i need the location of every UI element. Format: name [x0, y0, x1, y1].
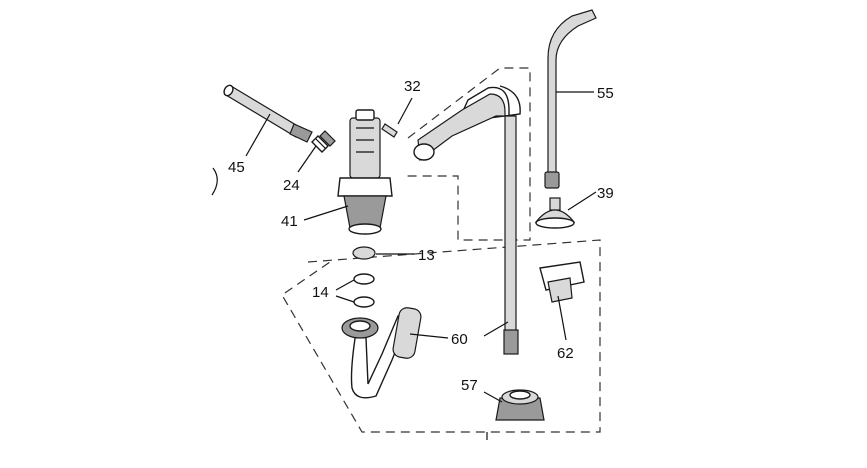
assembly-boundary-upper — [404, 67, 531, 241]
part-55-drain-tube — [544, 9, 597, 189]
leader-45 — [245, 113, 271, 157]
assembly-boundary-lower — [281, 239, 601, 433]
part-24-fitting — [311, 130, 336, 153]
part-41-pump-body — [337, 109, 393, 235]
part-60-suction-tube — [413, 85, 521, 355]
callout-45: 45 — [228, 159, 245, 176]
leader-41 — [303, 205, 349, 221]
leader-57 — [483, 391, 503, 403]
leader-14b — [335, 295, 355, 303]
part-14-o-ring-b — [353, 296, 375, 308]
callout-14: 14 — [312, 284, 329, 301]
part-39-fitting — [534, 197, 576, 229]
leader-60b — [483, 321, 509, 337]
callout-39: 39 — [597, 185, 614, 202]
callout-41: 41 — [281, 213, 298, 230]
partial-part-fragment — [211, 167, 218, 196]
part-32-pin — [381, 123, 398, 138]
part-13-washer — [352, 246, 376, 260]
part-14-o-ring-a — [353, 273, 375, 285]
leader-24 — [297, 145, 317, 173]
callout-57: 57 — [461, 377, 478, 394]
leader-62 — [557, 295, 567, 341]
part-45-tube — [223, 84, 313, 143]
leader-32 — [397, 97, 413, 125]
callout-60: 60 — [451, 331, 468, 348]
callout-13: 13 — [418, 247, 435, 264]
callout-62: 62 — [557, 345, 574, 362]
leader-14a — [335, 279, 355, 291]
callout-24: 24 — [283, 177, 300, 194]
callout-32: 32 — [404, 78, 421, 95]
part-62-clip — [539, 261, 585, 303]
leader-39 — [567, 191, 597, 211]
leader-60 — [409, 333, 449, 339]
part-57-strainer — [495, 389, 545, 421]
callout-55: 55 — [597, 85, 614, 102]
suction-hose-assembly — [341, 307, 422, 399]
